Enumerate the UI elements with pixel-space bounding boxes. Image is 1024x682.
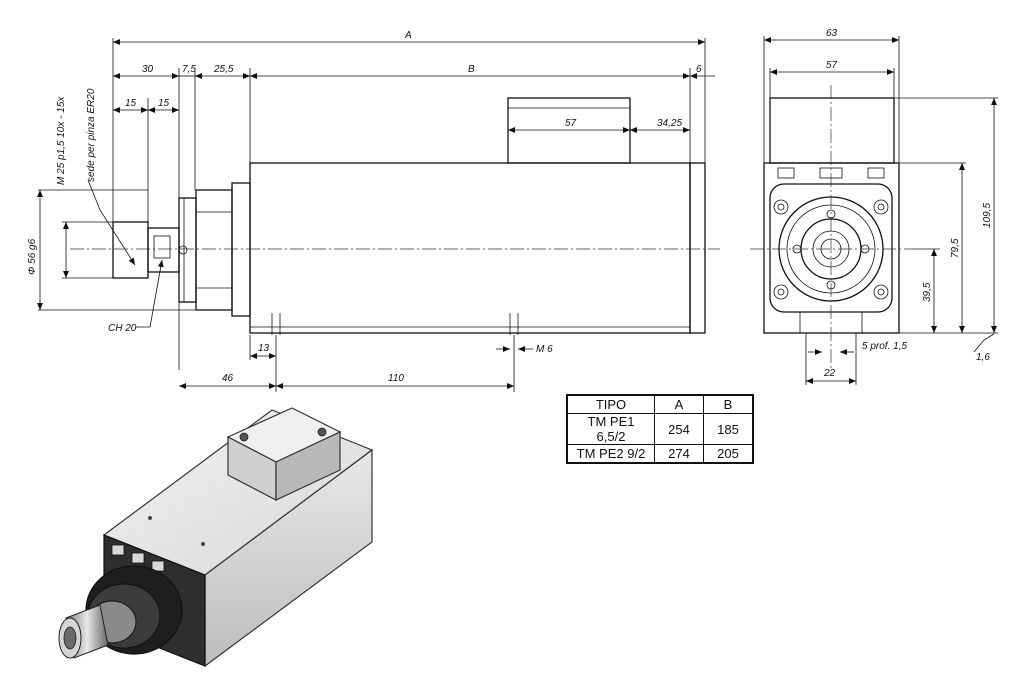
front-body-outline <box>763 162 900 334</box>
cell-a: 254 <box>654 413 704 445</box>
cell-a: 274 <box>654 444 704 464</box>
collet-nut-outline <box>147 227 180 273</box>
front-view: 63 57 109,5 79,5 39,5 22 5 prof. 1,5 1,6 <box>750 28 998 385</box>
dim-6: 6 <box>696 64 702 75</box>
dim-m6: M 6 <box>536 344 553 355</box>
dim-57-side: 57 <box>826 60 838 71</box>
spec-table-header-row: TIPO A B <box>566 394 754 414</box>
dim-22: 22 <box>823 368 836 379</box>
dim-thread: M 25 p1,5 10x - 15x <box>56 96 67 185</box>
dim-57-top: 57 <box>565 118 577 129</box>
motor-body-outline <box>249 162 691 334</box>
isometric-view <box>58 407 374 668</box>
dim-prof: 5 prof. 1,5 <box>862 341 907 352</box>
dim-46: 46 <box>222 373 234 384</box>
cell-tipo: TM PE1 6,5/2 <box>566 413 655 445</box>
header-tipo: TIPO <box>566 394 655 414</box>
header-a: A <box>654 394 704 414</box>
front-flange-outline <box>231 182 251 317</box>
collet-outline <box>112 221 149 279</box>
dim-ch20: CH 20 <box>108 323 137 334</box>
cell-b: 205 <box>703 444 754 464</box>
header-b: B <box>703 394 754 414</box>
dim-B: B <box>468 64 475 75</box>
dim-13: 13 <box>258 343 270 354</box>
table-row: TM PE1 6,5/2 254 185 <box>566 413 754 445</box>
dim-7-5: 7,5 <box>182 64 196 75</box>
cell-tipo: TM PE2 9/2 <box>566 444 655 464</box>
side-view: A 30 7,5 25,5 B 6 15 15 57 34,25 13 M 6 … <box>27 30 720 392</box>
dim-63: 63 <box>826 28 838 39</box>
dim-110: 110 <box>388 373 404 384</box>
dim-phi56: Φ 56 g6 <box>27 238 38 275</box>
dim-15-left: 15 <box>125 98 137 109</box>
cell-b: 185 <box>703 413 754 445</box>
dim-A: A <box>404 30 412 41</box>
dim-34-25: 34,25 <box>657 118 682 129</box>
dim-collet-seat: sede per pinza ER20 <box>86 88 97 182</box>
dim-109-5: 109,5 <box>982 203 993 228</box>
dim-39-5: 39,5 <box>922 282 933 302</box>
dim-15-right: 15 <box>158 98 170 109</box>
spec-table: TIPO A B TM PE1 6,5/2 254 185 TM PE2 9/2… <box>566 394 754 464</box>
dim-1-6: 1,6 <box>976 352 990 363</box>
dim-79-5: 79,5 <box>950 238 961 258</box>
front-junction-box <box>769 97 895 164</box>
table-row: TM PE2 9/2 274 205 <box>566 444 754 464</box>
nose-ring-outline <box>178 197 197 303</box>
dim-30: 30 <box>142 64 154 75</box>
rear-cap-outline <box>689 162 706 334</box>
front-housing-outline <box>195 189 233 311</box>
dim-25-5: 25,5 <box>213 64 234 75</box>
